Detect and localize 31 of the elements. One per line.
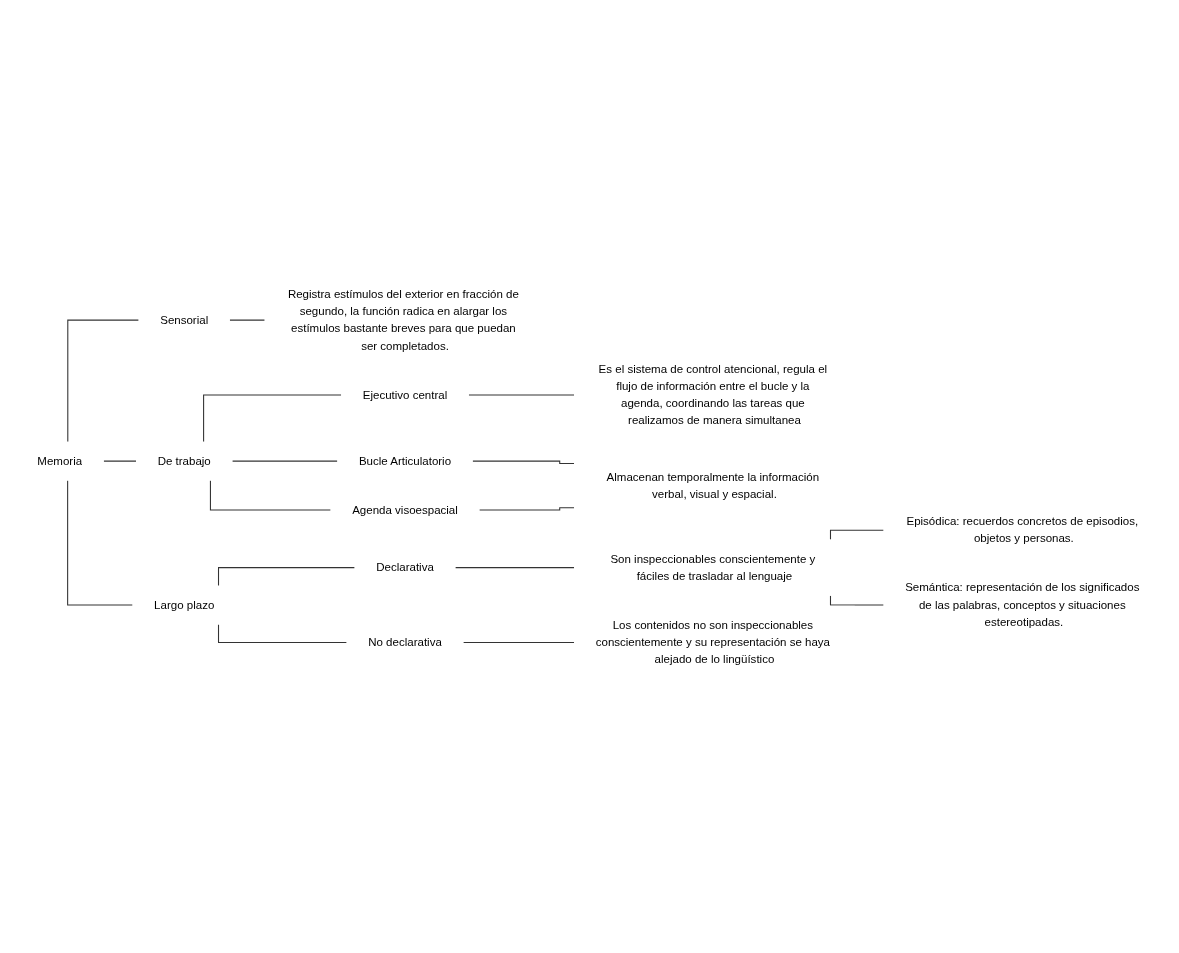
connector [231, 460, 338, 462]
connector [228, 319, 265, 321]
connector [462, 641, 575, 643]
connector [478, 506, 575, 511]
node-text: Declarativa [375, 560, 434, 573]
node-text: No declarativa [367, 635, 442, 648]
connector [454, 566, 575, 568]
node-text: Sensorial [159, 313, 208, 326]
connector [66, 319, 139, 442]
node-text: Es el sistema de control atencional, regula el flujo de información entre el bucle y la agenda, coordinando las tareas que realizamos de manera simultanea [598, 362, 827, 427]
node-text: Bucle Articulatorio [358, 454, 451, 467]
connector [829, 529, 884, 540]
node-text: De trabajo [157, 454, 211, 467]
node-text: Memoria [36, 454, 82, 467]
connector [209, 479, 331, 511]
connector [217, 623, 347, 643]
node-text: Semántica: representación de los significados de las palabras, conceptos y situaciones estereotipadas. [904, 580, 1139, 628]
node-text: Episódica: recuerdos concretos de episodios, objetos y personas. [905, 514, 1138, 545]
connector [217, 566, 355, 586]
node-text: Ejecutivo central [362, 387, 447, 401]
node-text: Registra estímulos del exterior en fracción de segundo, la función radica en alargar los estímulos bastante breves para que puedan ser completados. [287, 287, 519, 352]
connector [829, 594, 884, 606]
node-text: Agenda visoespacial [351, 503, 458, 516]
node-text: Largo plazo [153, 598, 214, 611]
node-text: Los contenidos no son inspeccionables conscientemente y su representación se haya alejado de lo lingüístico [595, 618, 830, 666]
node-text: Son inspeccionables conscientemente y fáciles de trasladar al lenguaje [609, 552, 815, 582]
node-text: Almacenan temporalmente la información verbal, visual y espacial. [606, 470, 819, 500]
connector [471, 460, 575, 464]
connector [66, 479, 133, 606]
connector [102, 460, 137, 462]
connector [202, 393, 342, 442]
